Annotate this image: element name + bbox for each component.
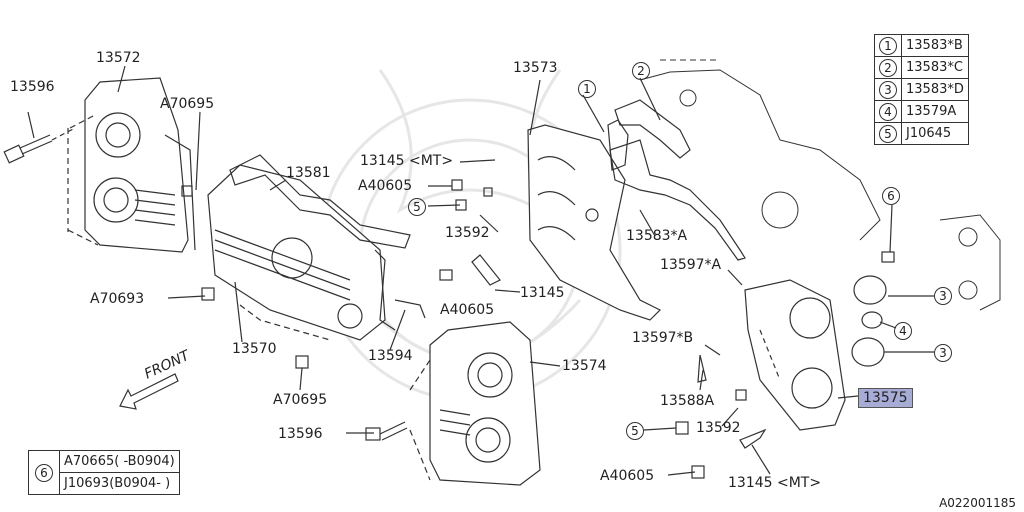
gasket-13583A [609,139,746,261]
cover-13575 [744,279,846,431]
label-13573[interactable]: 13573 [513,60,558,76]
label-13596-upper[interactable]: 13596 [10,79,55,95]
callout-1: 1 [578,80,596,98]
cover-13574 [409,321,541,486]
cover-13573 [527,124,662,321]
seal-3-upper [853,275,887,305]
legend-top-part[interactable]: 13583*D [901,78,969,101]
callout-2: 2 [632,62,650,80]
label-13597B[interactable]: 13597*B [632,330,694,346]
label-13588A[interactable]: 13588A [660,393,715,409]
label-13596-lower[interactable]: 13596 [278,426,323,442]
legend-top-num: 5 [874,122,902,145]
legend-bottom-row-1[interactable]: A70665( -B0904) [59,450,180,473]
legend-top-num: 4 [874,100,902,123]
label-13145-mt-lower[interactable]: 13145 <MT> [728,475,822,491]
label-13570[interactable]: 13570 [232,341,277,357]
label-13597A[interactable]: 13597*A [660,257,722,273]
label-13572[interactable]: 13572 [96,50,141,66]
label-13575-highlighted[interactable]: 13575 [858,388,913,408]
legend-top-part[interactable]: 13583*B [901,34,969,57]
callout-6: 6 [882,187,900,205]
gasket-13594 [374,249,426,331]
callout-4: 4 [894,322,912,340]
legend-bottom-row-2[interactable]: J10693(B0904- ) [59,472,180,495]
callout-3-lower: 3 [934,344,952,362]
callout-5-lower: 5 [626,422,644,440]
label-13574[interactable]: 13574 [562,358,607,374]
label-13594[interactable]: 13594 [368,348,413,364]
label-A70695-lower[interactable]: A70695 [273,392,328,408]
legend-top-part[interactable]: 13579A [901,100,969,123]
legend-bottom-num: 6 [28,450,60,495]
seal-3-lower [851,337,885,367]
legend-top-part[interactable]: J10645 [901,122,969,145]
legend-bottom-row: J10693(B0904- ) [29,472,180,495]
label-13145[interactable]: 13145 [520,285,565,301]
label-A40605-lower[interactable]: A40605 [600,468,655,484]
legend-top-num: 2 [874,56,902,79]
front-arrow-icon [119,373,179,410]
callout-3-upper: 3 [934,287,952,305]
drawing-code: A022001185 [939,496,1016,510]
cover-13570 [207,164,386,341]
small-bolts [181,179,895,479]
leader-lines [117,65,893,476]
cover-13572 [67,77,196,253]
label-A40605-upper[interactable]: A40605 [358,178,413,194]
label-13592-upper[interactable]: 13592 [445,225,490,241]
label-13145-mt-upper[interactable]: 13145 <MT> [360,153,454,169]
label-13581[interactable]: 13581 [286,165,331,181]
legend-top-num: 1 [874,34,902,57]
legend-top-part[interactable]: 13583*C [901,56,969,79]
diagram-lines [3,59,1001,486]
label-A70693[interactable]: A70693 [90,291,145,307]
callout-5-upper: 5 [408,198,426,216]
gasket-13581 [229,154,411,249]
seal-4 [861,311,883,329]
legend-top-num: 3 [874,78,902,101]
label-13583A[interactable]: 13583*A [626,228,688,244]
label-A70695-upper[interactable]: A70695 [160,96,215,112]
label-13592-lower[interactable]: 13592 [696,420,741,436]
legend-table-bottom: 6 A70665( -B0904) J10693(B0904- ) [28,450,180,495]
label-A40605-mid[interactable]: A40605 [440,302,495,318]
engine-outline [639,59,1001,311]
bolt-13596-upper [3,111,76,164]
gasket-13583B [607,119,629,171]
gasket-13583C [614,99,691,159]
legend-bottom-row: 6 A70665( -B0904) [28,450,180,495]
